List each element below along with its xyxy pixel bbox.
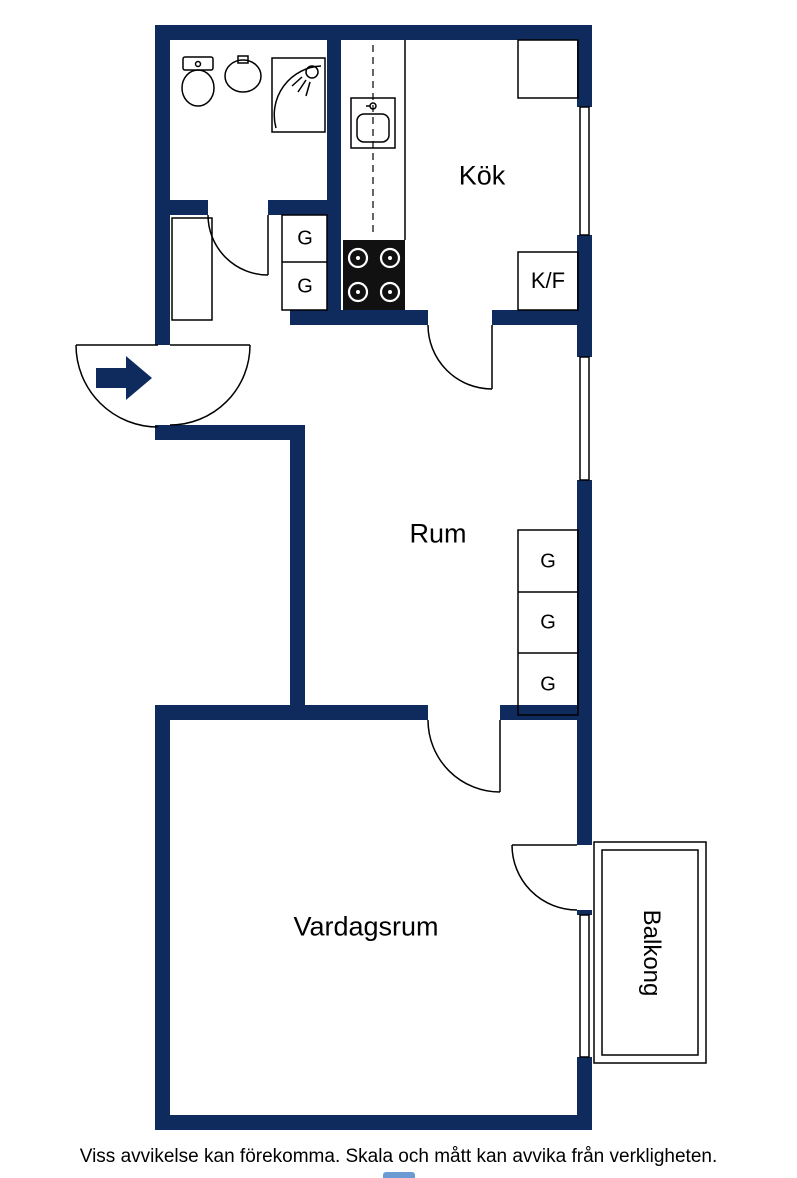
room-wardrobe bbox=[517, 529, 579, 716]
wardrobe-label: G bbox=[540, 611, 556, 634]
balcony-outline bbox=[593, 841, 707, 1064]
entry-arrow-icon bbox=[96, 356, 152, 400]
kitchen-sink-icon bbox=[350, 97, 396, 149]
wall-segment bbox=[155, 25, 170, 345]
bathroom-door bbox=[207, 214, 269, 276]
kitchen-door bbox=[427, 324, 493, 390]
shower-icon bbox=[271, 57, 326, 133]
balcony-door bbox=[511, 844, 578, 911]
room-label-livingroom: Vardagsrum bbox=[293, 911, 439, 942]
hall-wardrobe bbox=[281, 214, 328, 311]
wall-segment bbox=[492, 310, 592, 325]
wall-segment bbox=[155, 25, 592, 40]
wall-segment bbox=[155, 705, 428, 720]
entry-door bbox=[75, 344, 251, 428]
toilet-icon bbox=[181, 56, 215, 107]
wall-segment bbox=[268, 200, 341, 215]
room-label-room: Rum bbox=[409, 518, 467, 549]
livingroom-door bbox=[427, 719, 501, 793]
fridge-freezer-label: K/F bbox=[530, 268, 566, 293]
room-label-balcony: Balkong bbox=[638, 909, 665, 997]
logo-fragment bbox=[383, 1172, 415, 1178]
kitchen-window bbox=[577, 106, 592, 236]
bathroom-fixtures bbox=[171, 55, 326, 321]
livingroom-window bbox=[577, 914, 592, 1058]
wardrobe-label: G bbox=[540, 673, 556, 696]
room-window bbox=[577, 356, 592, 481]
disclaimer-text: Viss avvikelse kan förekomma. Skala och … bbox=[79, 1146, 718, 1167]
wall-segment bbox=[327, 40, 341, 325]
wardrobe-label: G bbox=[540, 550, 556, 573]
hall-closet bbox=[171, 217, 213, 321]
wall-segment bbox=[155, 705, 170, 1130]
windows bbox=[577, 106, 592, 1058]
kitchen-fixtures bbox=[343, 39, 579, 311]
wall-segment bbox=[290, 425, 305, 720]
doors bbox=[75, 214, 578, 911]
wardrobe-label: G bbox=[297, 227, 313, 250]
kitchen-cabinet bbox=[517, 39, 579, 99]
wall-segment bbox=[290, 310, 428, 325]
wardrobe-label: G bbox=[297, 275, 313, 298]
wall-segment bbox=[155, 1115, 592, 1130]
balcony-door-opening bbox=[577, 845, 592, 910]
wall-segment bbox=[155, 200, 208, 215]
wall-segment bbox=[155, 425, 305, 440]
washbasin-icon bbox=[224, 55, 262, 93]
stove-icon bbox=[343, 240, 405, 310]
fridge-freezer-box bbox=[517, 251, 579, 311]
room-label-kitchen: Kök bbox=[458, 160, 506, 191]
wall-segment bbox=[500, 705, 592, 720]
